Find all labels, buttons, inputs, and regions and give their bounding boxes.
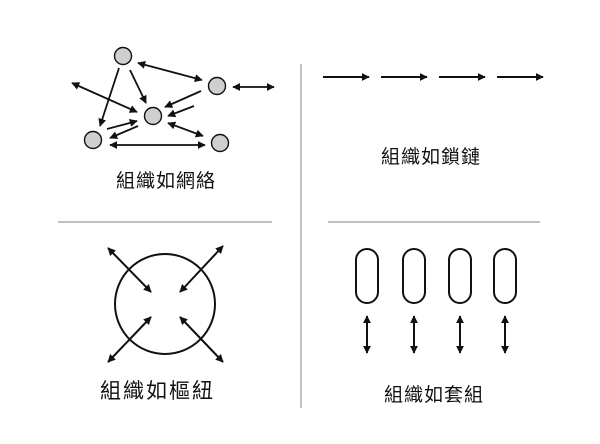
chain-caption: 組織如鎖鏈 <box>381 146 482 168</box>
hub-arrow <box>179 316 224 363</box>
set-capsule <box>402 248 426 304</box>
set-capsule <box>448 248 472 304</box>
hub-arrow <box>107 247 152 293</box>
network-arrow <box>98 67 120 127</box>
network-diagram <box>71 60 275 149</box>
set-capsule <box>493 248 517 304</box>
network-node <box>207 76 227 96</box>
network-arrow <box>129 69 147 104</box>
network-node <box>83 130 103 150</box>
set-capsule <box>355 248 379 304</box>
set-caption: 組織如套組 <box>384 384 485 406</box>
set-diagram <box>355 248 517 354</box>
network-node <box>113 46 133 66</box>
hub-arrow <box>179 245 224 293</box>
network-caption: 組織如網絡 <box>116 170 217 192</box>
hub-diagram <box>107 245 224 363</box>
hub-arrow <box>107 316 152 363</box>
network-arrow <box>106 118 138 130</box>
network-arrow <box>167 105 195 118</box>
network-arrow <box>71 82 138 113</box>
network-node <box>210 133 230 153</box>
network-nodes <box>83 46 230 153</box>
network-node <box>143 106 163 126</box>
hub-circle <box>114 253 216 355</box>
hub-caption: 組織如樞紐 <box>100 379 215 403</box>
network-arrow <box>109 125 139 139</box>
network-arrow <box>167 121 204 138</box>
network-arrow <box>137 60 203 83</box>
network-arrow <box>164 90 202 108</box>
